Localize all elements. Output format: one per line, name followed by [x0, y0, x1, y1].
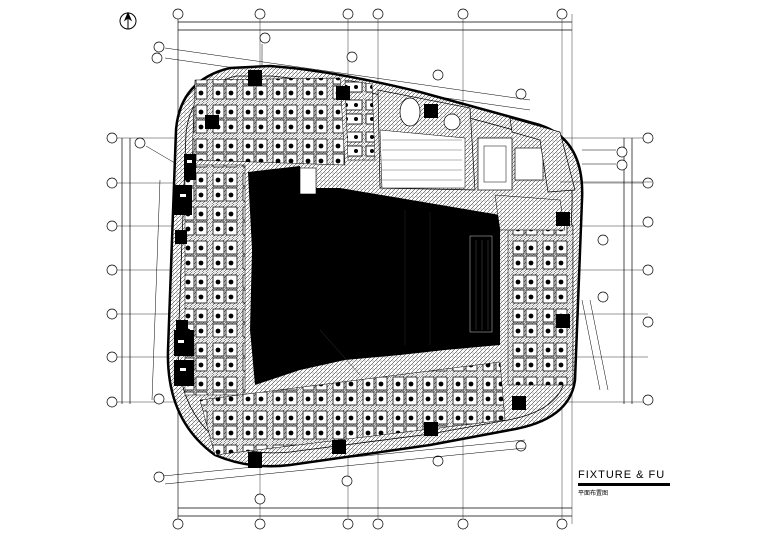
drawing-subtitle: 平面布置图	[578, 491, 609, 497]
drawing-title: FIXTURE & FU	[578, 469, 666, 481]
north-arrow-icon	[119, 11, 137, 30]
title-block: FIXTURE & FU 平面布置图	[578, 469, 758, 497]
workstations-right	[507, 224, 574, 386]
grid-lines-angled	[145, 44, 616, 485]
grid-bubbles-right	[642, 132, 654, 406]
column-marks	[178, 160, 192, 371]
title-underline	[578, 483, 670, 486]
grid-bubbles-left	[106, 132, 118, 408]
workstations-left	[184, 164, 246, 396]
grid-bubbles-angled	[134, 32, 628, 505]
building-core	[248, 166, 566, 385]
workstations-bottom	[199, 361, 506, 456]
grid-bubbles-top	[172, 8, 568, 20]
meeting-area	[377, 89, 576, 193]
grid-bubbles-bottom	[172, 518, 568, 530]
workstations-top	[191, 77, 376, 166]
